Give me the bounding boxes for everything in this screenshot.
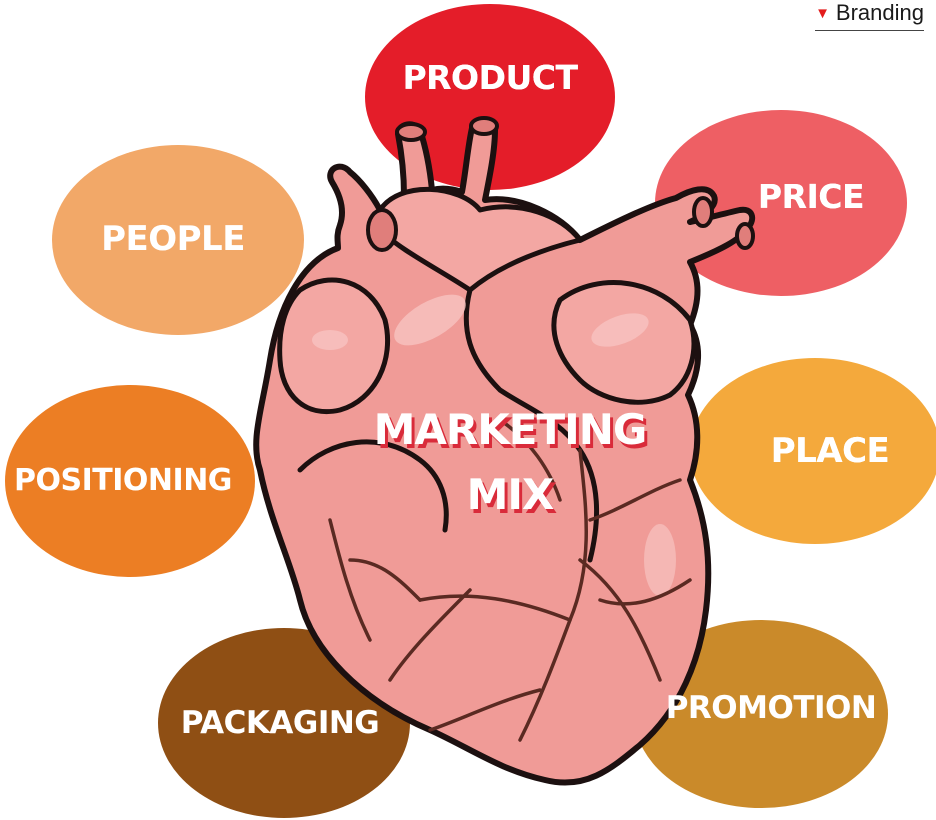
branding-label: Branding: [835, 0, 924, 25]
bubble-promotion-label: PROMOTION: [665, 690, 877, 726]
heart-highlight: [394, 294, 466, 346]
vessel-opening: [735, 222, 755, 250]
heart-highlight: [644, 524, 676, 596]
center-title-line1: MARKETING: [373, 405, 648, 454]
bubble-packaging-label: PACKAGING: [180, 705, 380, 741]
bubble-place: PLACE: [690, 358, 936, 544]
bubble-people: PEOPLE: [52, 145, 304, 335]
center-title-line2: MIX: [466, 470, 555, 519]
vessel-opening: [366, 208, 398, 252]
bubble-product-label: PRODUCT: [402, 57, 578, 97]
triangle-down-icon: ▼: [815, 4, 830, 22]
heart-ventricle-curve: [297, 439, 449, 533]
heart-aorta: [377, 186, 583, 293]
bubble-positioning: POSITIONING: [5, 385, 255, 577]
vessel-opening: [395, 122, 427, 142]
bubble-people-label: PEOPLE: [101, 219, 245, 259]
bubble-positioning-label: POSITIONING: [14, 462, 232, 498]
vessel-opening: [692, 196, 714, 228]
bubble-place-label: PLACE: [770, 431, 890, 471]
branding-tag[interactable]: ▼ Branding: [815, 0, 924, 31]
heart-highlight: [591, 313, 649, 347]
coronary-veins: [328, 418, 692, 742]
heart-ventricle-line: [463, 287, 599, 563]
bubble-price-label: PRICE: [757, 176, 865, 216]
heart-highlight: [312, 330, 348, 350]
vessel-opening: [469, 116, 499, 136]
